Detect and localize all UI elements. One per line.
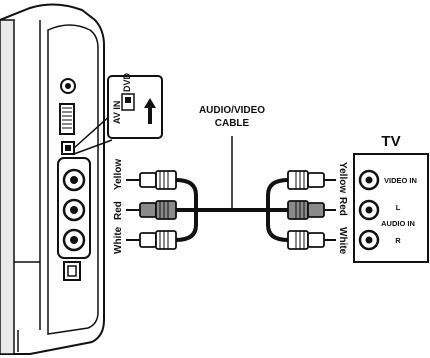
left-plug-yellow bbox=[126, 170, 177, 190]
headphone-jack-icon bbox=[60, 78, 76, 94]
switch-label-dvd: DVD bbox=[122, 72, 132, 92]
tv-label-audio-l: L bbox=[396, 203, 401, 212]
cable-label-line1: AUDIO/VIDEO bbox=[199, 105, 265, 116]
av-dvd-switch bbox=[61, 141, 75, 155]
tv-jack-audio-r bbox=[358, 229, 380, 251]
left-plug-red bbox=[126, 200, 177, 220]
player-jack-panel bbox=[57, 157, 91, 281]
cable-label-line2: CABLE bbox=[215, 118, 250, 129]
player-label-white: White bbox=[113, 226, 124, 254]
tv-label-audio-r: R bbox=[395, 236, 401, 245]
left-plug-white bbox=[126, 230, 177, 250]
player-jack-red bbox=[62, 198, 86, 222]
tv-label-video-in: VIDEO IN bbox=[384, 176, 417, 185]
tv-plug-label-red: Red bbox=[337, 197, 348, 216]
player-label-yellow: Yellow bbox=[113, 159, 124, 190]
dc-in-jack-icon bbox=[63, 261, 81, 281]
tv-jack-panel bbox=[353, 153, 429, 263]
tv-plug-label-yellow: Yellow bbox=[337, 162, 348, 193]
av-cable bbox=[175, 178, 289, 242]
player-jack-yellow bbox=[62, 168, 86, 192]
tv-label-audio-in: AUDIO IN bbox=[381, 219, 415, 228]
switch-label-av-in: AV IN bbox=[112, 101, 122, 124]
tv-jack-audio-l bbox=[358, 199, 380, 221]
right-plug-red bbox=[287, 200, 336, 220]
right-plug-white bbox=[287, 230, 336, 250]
tv-jack-video bbox=[358, 169, 380, 191]
player-label-red: Red bbox=[113, 201, 124, 220]
tv-plug-label-white: White bbox=[337, 227, 348, 255]
tv-title: TV bbox=[381, 133, 400, 150]
right-plug-yellow bbox=[287, 170, 336, 190]
player-jack-white bbox=[62, 228, 86, 252]
switch-callout: AV IN DVD bbox=[73, 72, 163, 155]
volume-wheel-icon bbox=[59, 103, 75, 135]
